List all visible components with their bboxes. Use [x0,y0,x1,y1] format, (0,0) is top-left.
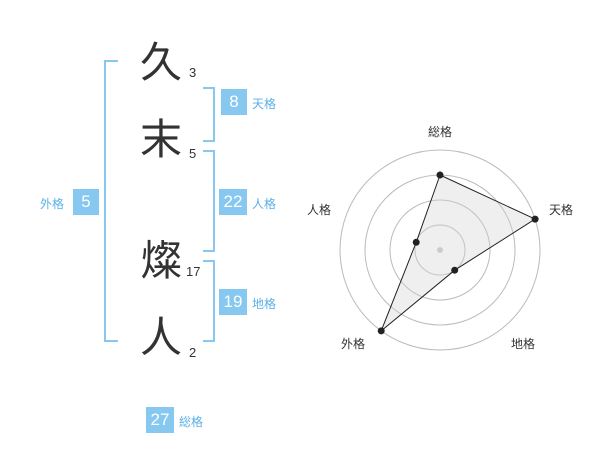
tenkaku-label: 天格 [252,97,277,111]
soukaku-value: 27 [146,407,174,433]
radar-point-4 [412,238,420,246]
radar-point-1 [531,215,539,223]
radar-ring-4 [339,149,541,351]
radar-axis-jinkaku: 人格 [307,203,332,217]
radar-area [380,174,537,332]
gaikaku-label: 外格 [40,197,65,211]
name-char-2: 末 [139,115,182,164]
radar-ring-2 [389,199,491,301]
name-char-3: 燦 [139,236,182,285]
radar-point-3 [377,327,385,335]
gaikaku-value: 5 [73,189,99,215]
name-char-1: 久 [139,38,182,87]
tenkaku-bracket [203,87,215,142]
stroke-count-2: 5 [189,146,197,161]
name-char-4: 人 [139,313,182,362]
chikaku-value: 19 [219,289,247,315]
radar-axis-soukaku: 総格 [428,125,453,139]
radar-point-2 [451,266,459,274]
stroke-count-4: 2 [189,345,197,360]
chikaku-label: 地格 [252,297,277,311]
radar-axis-tenkaku: 天格 [549,203,574,217]
jinkaku-bracket [203,150,215,252]
radar-center [437,247,443,253]
radar-ring-1 [414,224,466,276]
radar-axis-chikaku: 地格 [511,337,536,351]
radar-points [377,171,539,335]
stroke-count-3: 17 [186,264,201,279]
tenkaku-value: 8 [221,89,247,115]
chikaku-bracket [203,260,215,342]
radar-axis-gaikaku: 外格 [341,337,366,351]
soukaku-label: 総格 [179,415,204,429]
stroke-count-1: 3 [189,65,197,80]
jinkaku-value: 22 [219,189,247,215]
radar-point-0 [436,171,444,179]
gaikaku-bracket [104,60,118,342]
jinkaku-label: 人格 [252,197,277,211]
radar-rings [339,149,541,351]
